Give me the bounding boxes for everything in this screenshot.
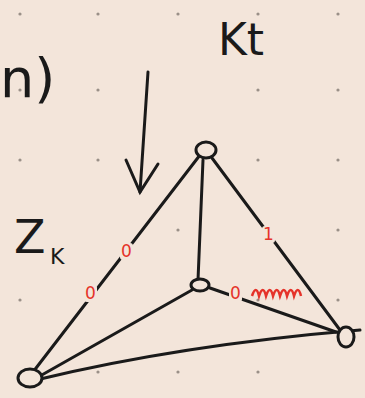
graph-vertices [18,142,354,387]
handwritten-label: n) [0,52,55,106]
grid-dots [18,12,339,373]
handwritten-label: Z [14,214,46,260]
red-mark-label: 0 [84,285,97,302]
handwritten-label: K [50,246,64,268]
handwritten-label: Kt [218,18,264,62]
red-squiggle [252,290,301,296]
graph-edges [33,72,360,380]
red-mark-label: 1 [262,226,275,243]
red-mark-label: 0 [229,285,242,302]
red-mark-label: 0 [120,243,133,260]
